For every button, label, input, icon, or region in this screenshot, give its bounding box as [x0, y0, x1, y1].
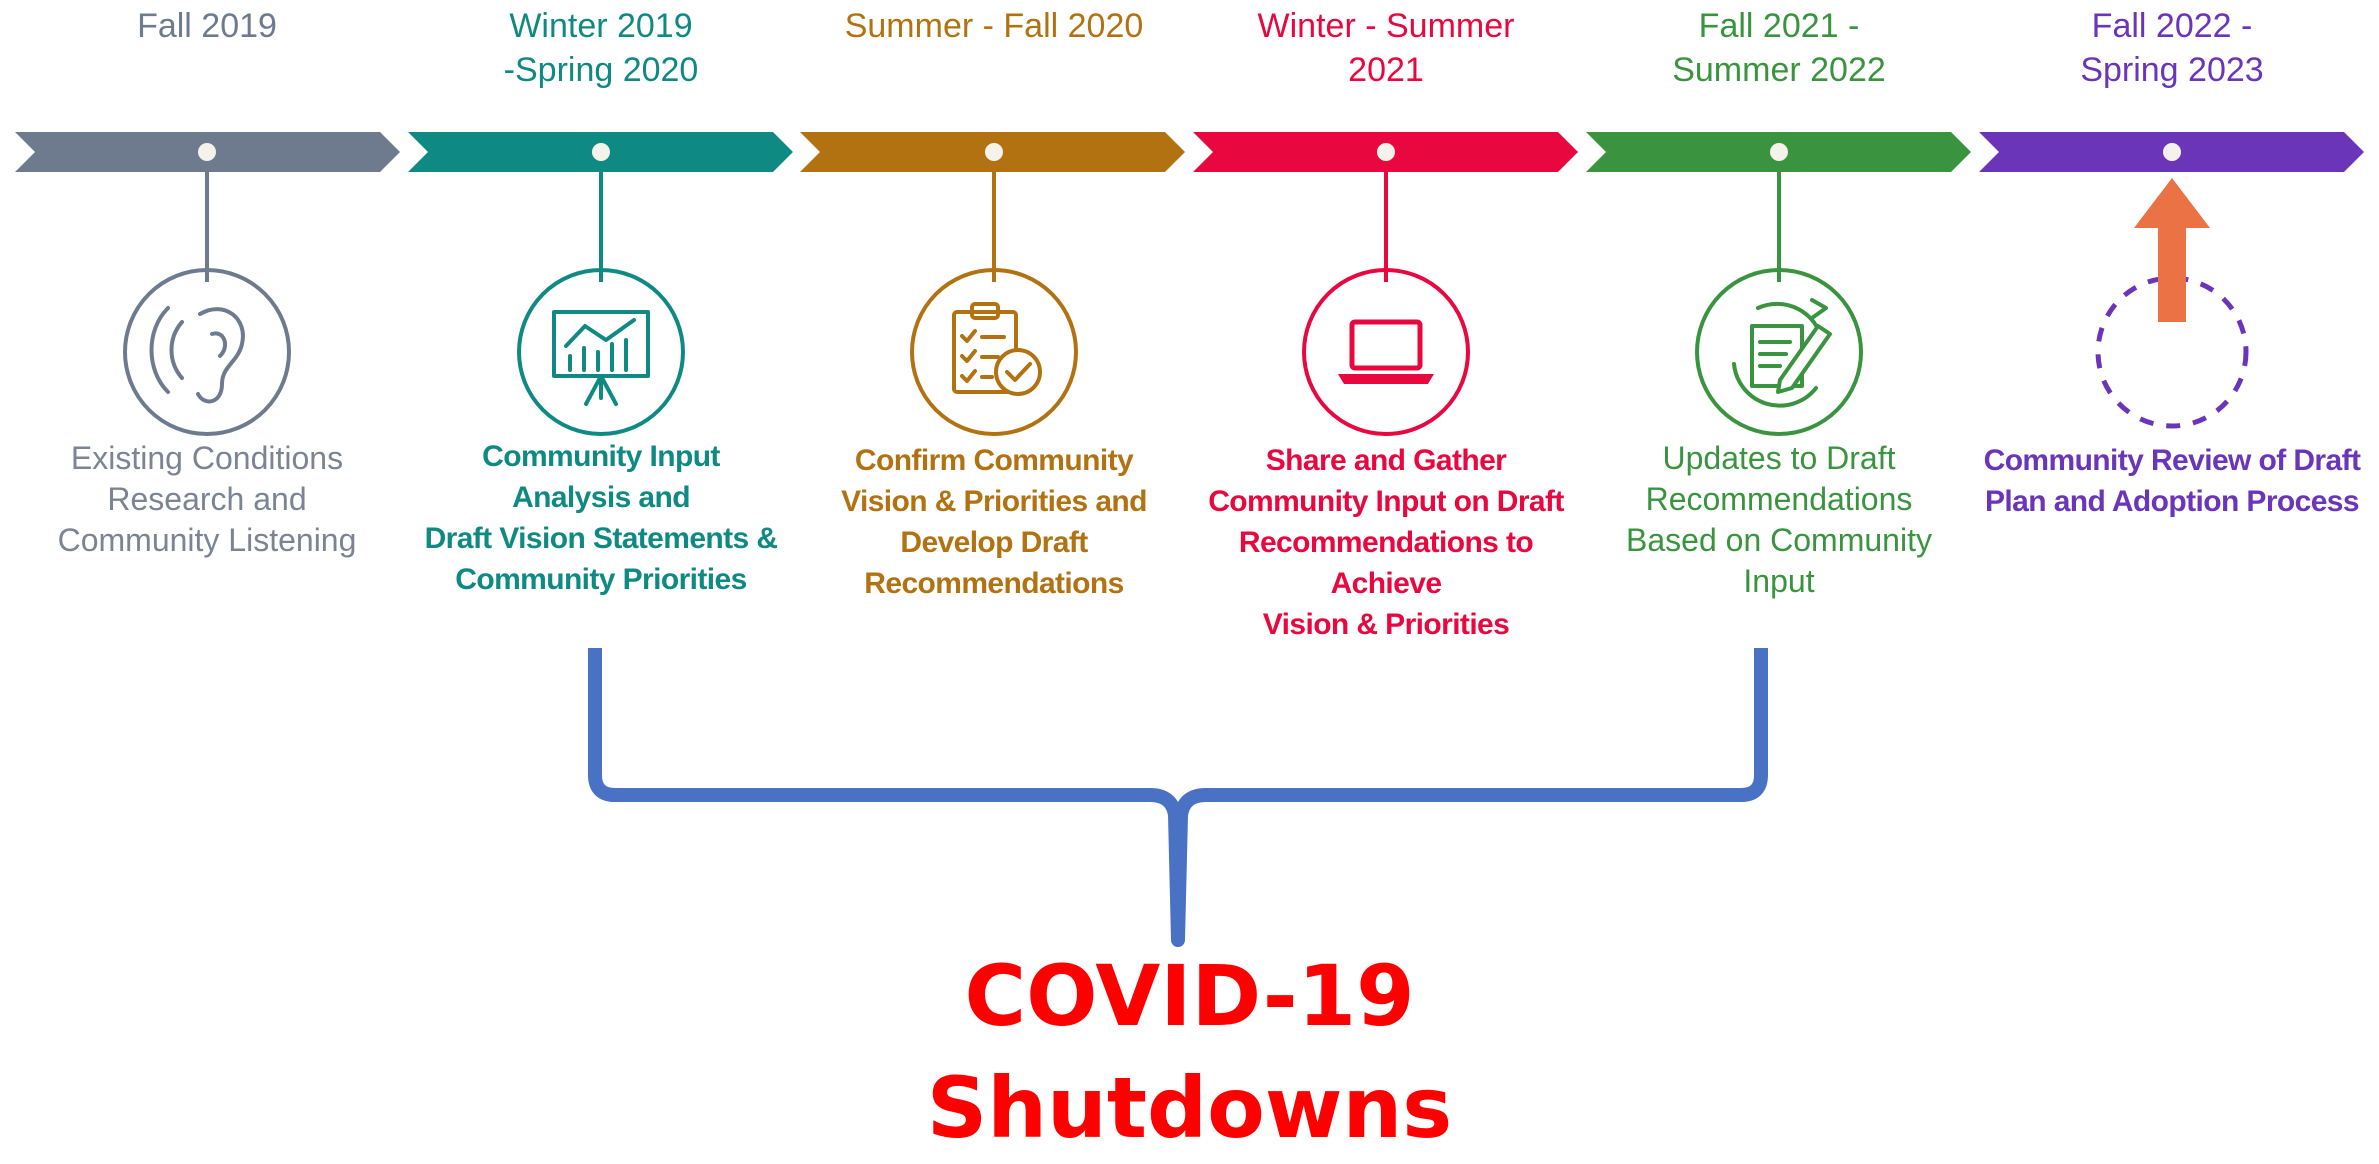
period-label-3: Summer - Fall 2020	[844, 7, 1144, 45]
period-label-4: Winter - Summer 2021	[1257, 7, 1515, 89]
period-label-5: Fall 2021 - Summer 2022	[1672, 7, 1886, 89]
covid-label: COVID-19 Shutdowns	[926, 947, 1453, 1157]
up-arrow-icon	[2095, 178, 2249, 429]
presentation-chart-icon	[517, 268, 685, 436]
document-edit-icon	[1695, 268, 1863, 436]
period-label-6: Fall 2022 - Spring 2023	[2080, 7, 2264, 89]
phase-description-4: Share and Gather Community Input on Draf…	[1208, 444, 1564, 641]
phase-description-3: Confirm Community Vision & Priorities an…	[841, 444, 1147, 600]
phase-description-2: Community Input Analysis and Draft Visio…	[424, 440, 778, 596]
phase-description-6: Community Review of Draft Plan and Adopt…	[1983, 444, 2361, 518]
phase-description-5: Updates to Draft Recommendations Based o…	[1626, 440, 1932, 599]
covid-brace	[588, 648, 1768, 947]
timeline-bar	[15, 132, 2364, 172]
timeline-dot-1	[198, 143, 216, 161]
timeline-dot-2	[592, 143, 610, 161]
period-label-1: Fall 2019	[137, 7, 277, 45]
period-label-2: Winter 2019 -Spring 2020	[503, 7, 699, 89]
ear-icon	[123, 268, 291, 436]
laptop-icon	[1302, 268, 1470, 436]
timeline-dot-5	[1770, 143, 1788, 161]
timeline-dot-3	[985, 143, 1003, 161]
timeline-dot-4	[1377, 143, 1395, 161]
timeline-dots	[198, 143, 2181, 161]
timeline-dot-6	[2163, 143, 2181, 161]
clipboard-check-icon	[910, 268, 1078, 436]
phase-description-1: Existing Conditions Research and Communi…	[57, 440, 357, 558]
